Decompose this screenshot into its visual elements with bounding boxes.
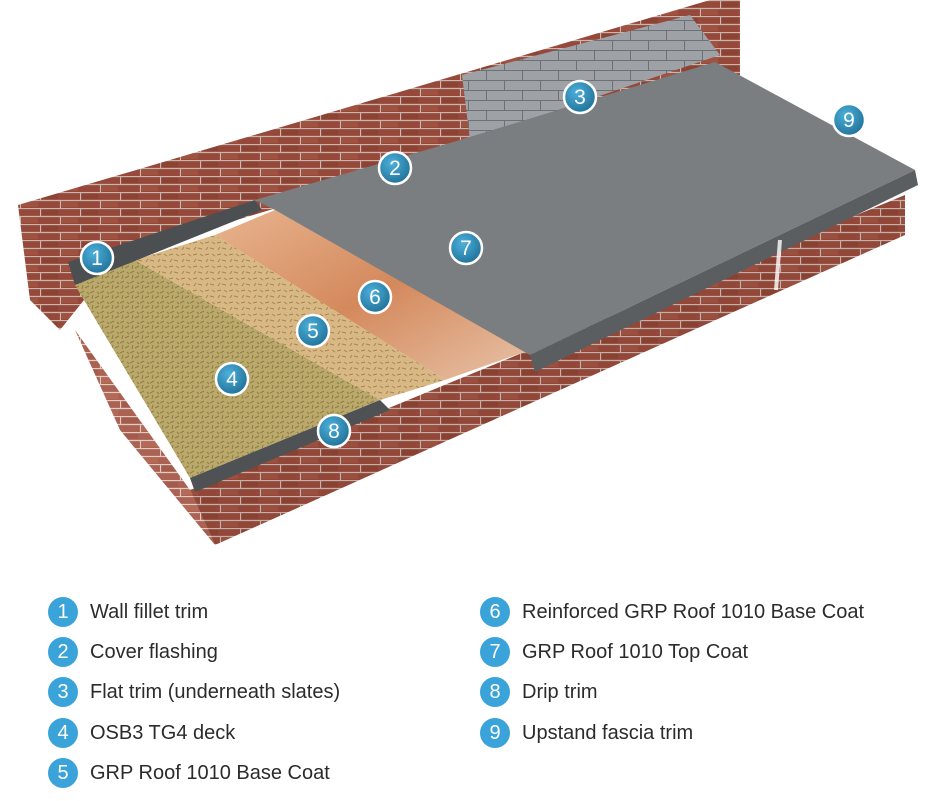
legend-item-2: 2 Cover flashing [48,637,218,667]
marker-5-label: 5 [307,320,319,343]
legend-item-3: 3 Flat trim (underneath slates) [48,677,340,707]
legend-item-9: 9 Upstand fascia trim [480,718,693,748]
legend-item-6: 6 Reinforced GRP Roof 1010 Base Coat [480,597,864,627]
legend-badge-9: 9 [480,718,510,748]
legend-label-1: Wall fillet trim [90,600,209,623]
marker-8: 8 [316,413,352,449]
marker-2-label: 2 [389,157,401,180]
wall-fillet [68,200,262,285]
legend-label-7: GRP Roof 1010 Top Coat [522,640,749,663]
marker-2: 2 [377,150,413,186]
marker-3: 3 [562,79,598,115]
osb-deck-layer [135,235,445,400]
legend-item-5: 5 GRP Roof 1010 Base Coat [48,758,330,788]
slate-roof [462,15,720,140]
legend-badge-4: 4 [48,718,78,748]
marker-9: 9 [831,102,867,138]
legend-label-2: Cover flashing [90,640,218,663]
legend-label-5: GRP Roof 1010 Base Coat [90,761,330,784]
legend: 1 Wall fillet trim 2 Cover flashing 3 Fl… [0,594,939,794]
legend-label-8: Drip trim [522,680,598,703]
legend-badge-8: 8 [480,677,510,707]
top-coat-layer [255,62,915,355]
front-brick-wall [75,195,905,545]
legend-label-3: Flat trim (underneath slates) [90,680,341,703]
legend-item-8: 8 Drip trim [480,677,598,707]
marker-6: 6 [357,279,393,315]
marker-8-label: 8 [328,420,340,443]
marker-6-label: 6 [369,286,381,309]
legend-badge-1: 1 [48,597,78,627]
legend-badge-2: 2 [48,637,78,667]
legend-item-7: 7 GRP Roof 1010 Top Coat [480,637,748,667]
legend-badge-7: 7 [480,637,510,667]
legend-badge-3: 3 [48,677,78,707]
legend-label-6: Reinforced GRP Roof 1010 Base Coat [522,600,865,623]
marker-5: 5 [295,313,331,349]
marker-7: 7 [448,230,484,266]
marker-1-label: 1 [91,247,103,270]
legend-label-4: OSB3 TG4 deck [90,721,236,744]
marker-9-label: 9 [843,109,855,132]
marker-4: 4 [214,361,250,397]
marker-4-label: 4 [226,368,238,391]
marker-7-label: 7 [460,237,472,260]
legend-label-9: Upstand fascia trim [522,721,694,744]
legend-badge-5: 5 [48,758,78,788]
marker-1: 1 [79,240,115,276]
legend-item-1: 1 Wall fillet trim [48,597,208,627]
legend-badge-6: 6 [480,597,510,627]
marker-3-label: 3 [574,86,586,109]
fascia-trim [530,170,918,372]
roof-diagram: 1 2 3 4 5 6 7 8 9 [18,0,918,545]
legend-item-4: 4 OSB3 TG4 deck [48,718,235,748]
